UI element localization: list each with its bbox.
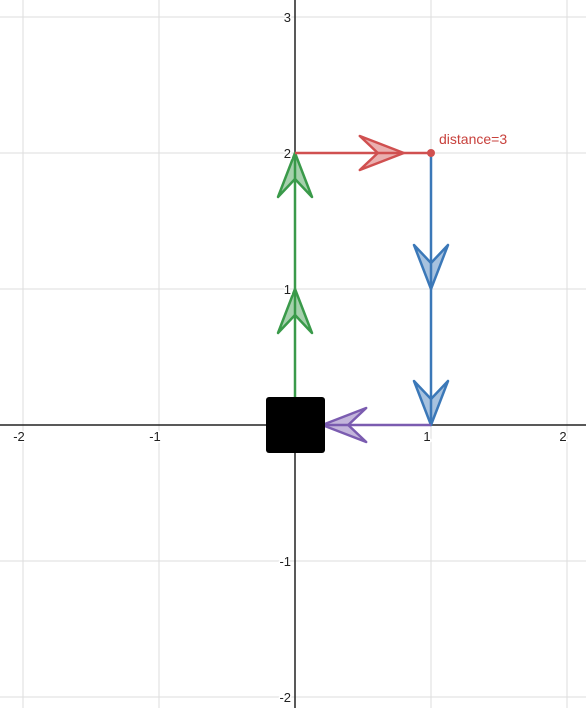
blue-down-arrowhead [412, 379, 450, 427]
red-right-arrowhead [358, 134, 406, 172]
green-up-arrowhead [276, 287, 314, 335]
x-tick-label: 1 [423, 429, 430, 444]
x-tick-label: -2 [13, 429, 25, 444]
blue-down-arrowhead [412, 243, 450, 291]
green-up-arrowhead [276, 151, 314, 199]
robot-block [266, 397, 325, 453]
y-tick-label: -1 [279, 554, 291, 569]
y-tick-label: 1 [284, 282, 291, 297]
tick-labels: -2 -1 1 2 -2 -1 1 2 3 [12, 9, 568, 707]
y-tick-label: -2 [279, 690, 291, 705]
marks: distance=3 [266, 130, 509, 453]
x-tick-label: -1 [149, 429, 161, 444]
endpoint-dot[interactable] [427, 149, 435, 157]
x-tick-label: 2 [559, 429, 566, 444]
distance-annotation: distance=3 [439, 131, 507, 147]
path-vectors [276, 134, 450, 444]
y-tick-label: 3 [284, 10, 291, 25]
y-tick-label: 2 [284, 146, 291, 161]
purple-left-arrowhead [320, 406, 368, 444]
